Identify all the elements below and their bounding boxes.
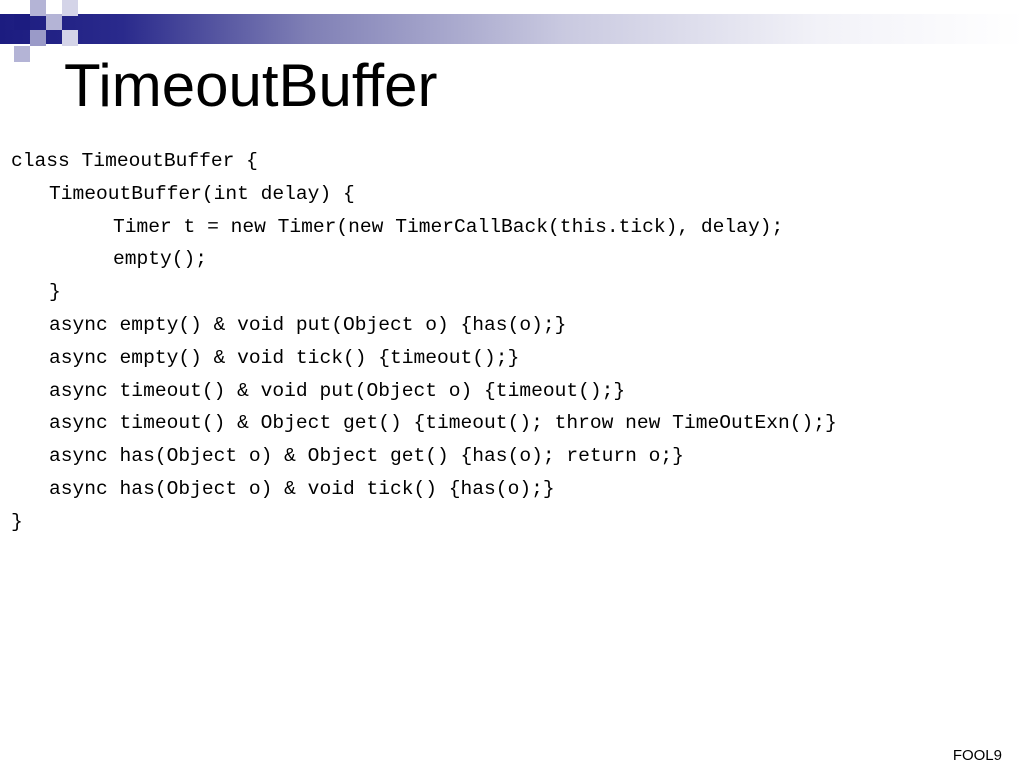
code-line: TimeoutBuffer(int delay) { — [49, 182, 355, 205]
code-listing: class TimeoutBuffer { TimeoutBuffer(int d… — [11, 145, 837, 539]
code-line: async empty() & void put(Object o) {has(… — [49, 313, 567, 336]
header-gradient-bar — [0, 14, 1024, 44]
code-line: empty(); — [113, 248, 208, 271]
slide-title: TimeoutBuffer — [64, 52, 438, 119]
code-line: class TimeoutBuffer { — [11, 150, 258, 172]
code-line: } — [11, 510, 23, 533]
squares-logo-icon — [0, 0, 80, 64]
footer-label: FOOL9 — [952, 747, 1002, 764]
code-line: async timeout() & void put(Object o) {ti… — [49, 379, 626, 402]
code-line: Timer t = new Timer(new TimerCallBack(th… — [113, 215, 784, 238]
code-line: async timeout() & Object get() {timeout(… — [49, 412, 837, 435]
code-line: async has(Object o) & Object get() {has(… — [49, 445, 684, 468]
code-line: async has(Object o) & void tick() {has(o… — [49, 477, 555, 500]
code-line: async empty() & void tick() {timeout();} — [49, 346, 520, 369]
code-line: } — [49, 281, 61, 304]
